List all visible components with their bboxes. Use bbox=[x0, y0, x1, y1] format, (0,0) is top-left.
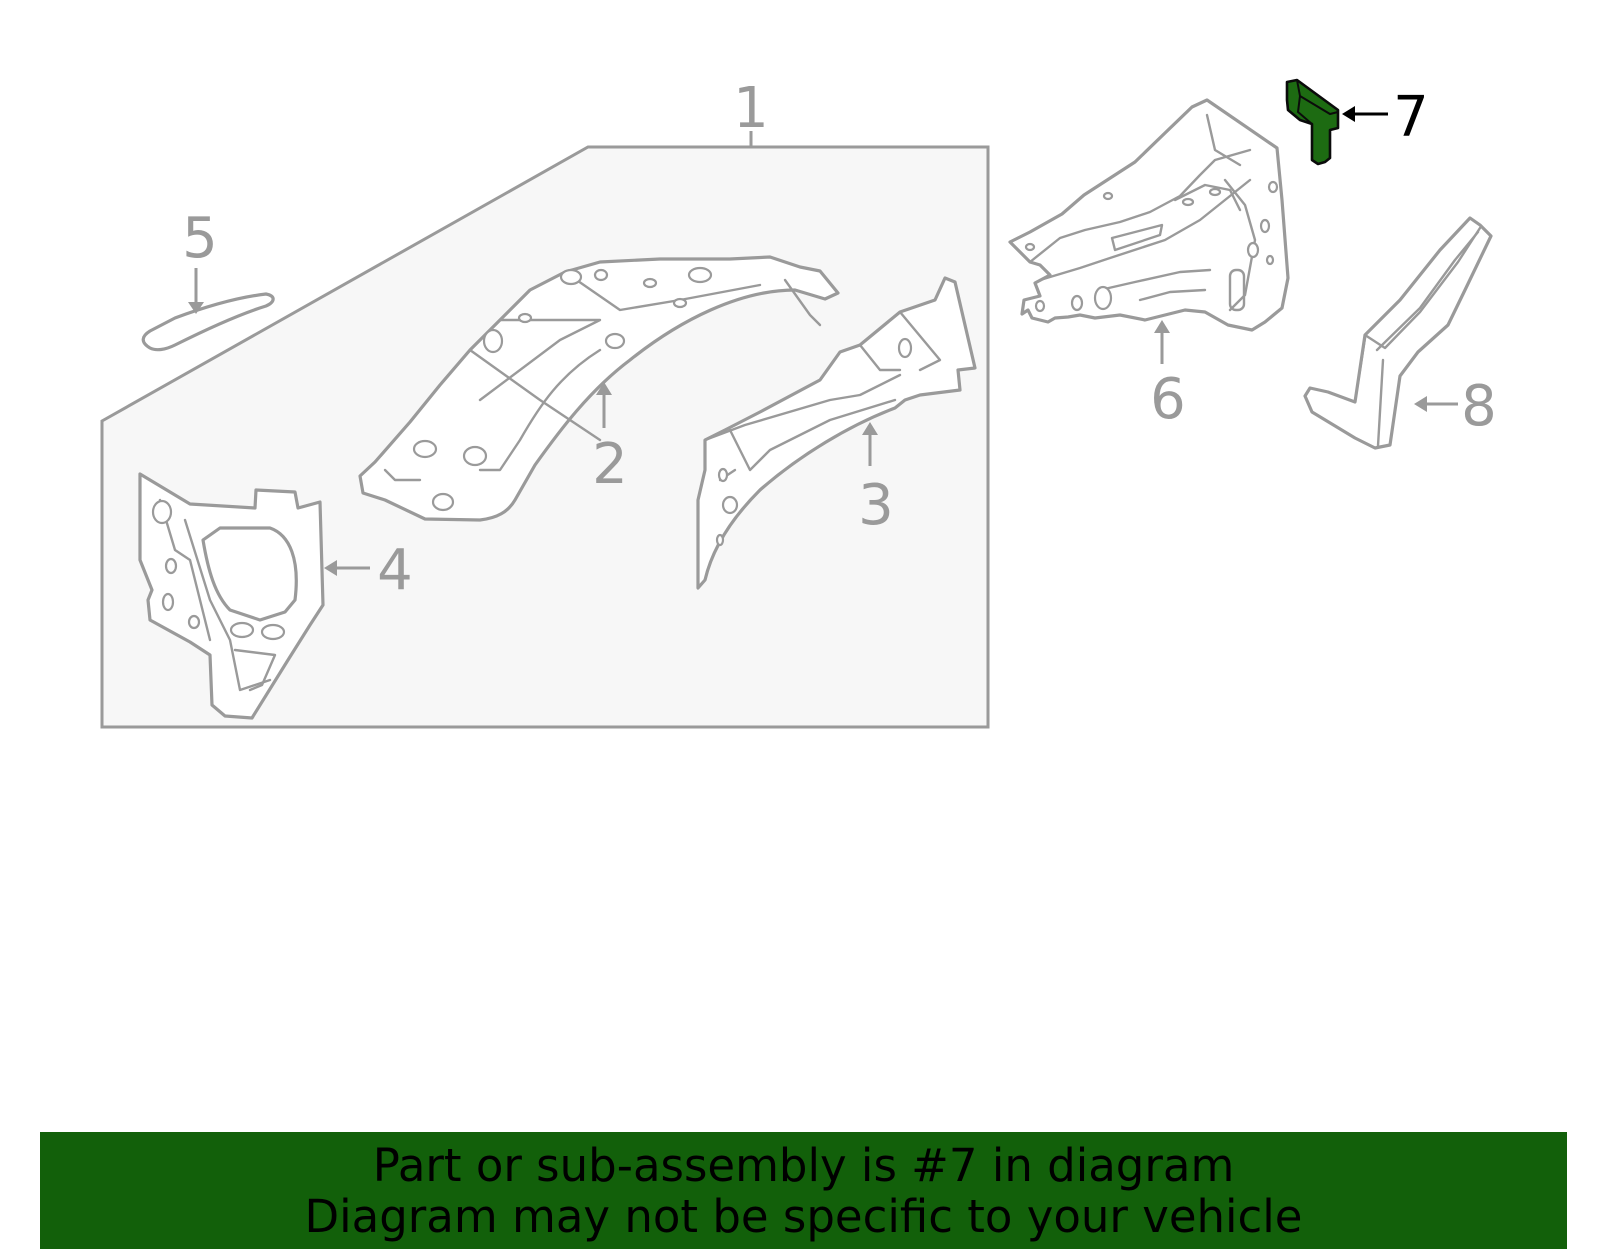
callout-8: 8 bbox=[1461, 374, 1497, 439]
info-banner: Part or sub-assembly is #7 in diagram Di… bbox=[40, 1132, 1567, 1249]
part-5-strip[interactable] bbox=[141, 292, 275, 352]
part-4-bracket[interactable] bbox=[138, 472, 325, 720]
part-8-brace[interactable] bbox=[1303, 216, 1493, 450]
callout-1: 1 bbox=[733, 76, 769, 141]
callout-4: 4 bbox=[377, 538, 413, 603]
callout-2: 2 bbox=[592, 432, 628, 497]
callout-7-highlighted: 7 bbox=[1393, 85, 1429, 150]
banner-line-1: Part or sub-assembly is #7 in diagram bbox=[372, 1138, 1235, 1192]
callout-6: 6 bbox=[1150, 367, 1186, 432]
leader-lines bbox=[188, 106, 1458, 576]
part-6-rear-panel[interactable] bbox=[1008, 98, 1290, 332]
callout-5: 5 bbox=[182, 206, 218, 271]
banner-line-2: Diagram may not be specific to your vehi… bbox=[304, 1189, 1303, 1243]
part-2-wheelhouse[interactable] bbox=[358, 255, 840, 522]
part-7-bracket-highlighted[interactable] bbox=[1285, 78, 1340, 166]
callout-3: 3 bbox=[858, 473, 894, 538]
part-3-wheelhouse-outer[interactable] bbox=[696, 276, 977, 590]
